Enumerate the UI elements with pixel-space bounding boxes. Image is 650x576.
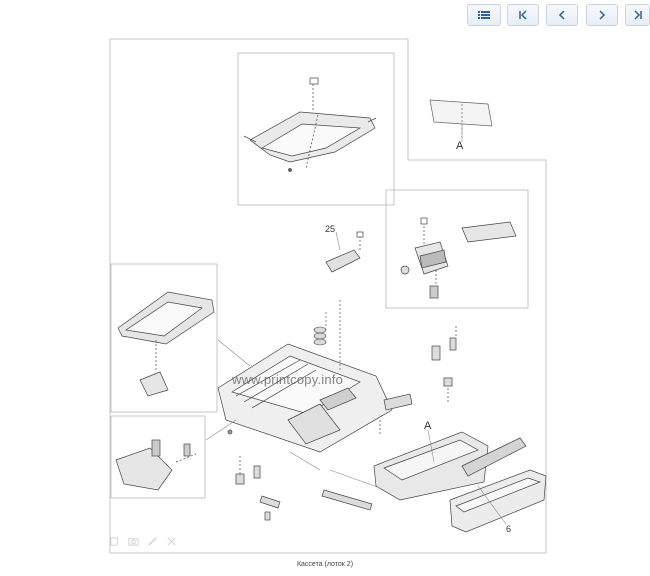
top-plate-part — [243, 77, 377, 172]
edit-icon[interactable] — [147, 536, 158, 547]
diagram-caption: Кассета (лоток 2) — [296, 561, 354, 568]
lever-parts — [379, 326, 457, 436]
chevron-left-icon — [558, 10, 565, 20]
inset-top — [237, 52, 395, 206]
close-icon[interactable] — [166, 536, 177, 547]
inset-right — [385, 189, 529, 309]
previous-page-button[interactable] — [546, 4, 578, 26]
copy-icon[interactable] — [109, 536, 120, 547]
lower-small-parts — [227, 429, 373, 521]
pickup-assembly — [373, 431, 527, 501]
callout-6: 6 — [506, 524, 512, 534]
leader-lines — [205, 126, 507, 525]
viewer-tools — [105, 530, 189, 552]
main-frame-outline — [109, 38, 547, 554]
guide-parts — [115, 439, 197, 491]
part-25 — [325, 231, 364, 273]
callout-a-lower: A — [424, 420, 432, 432]
last-page-icon — [633, 10, 642, 20]
watermark: www.printcopy.info — [232, 372, 344, 387]
tray-extension-part — [117, 291, 215, 397]
separation-assembly-part — [400, 217, 517, 299]
callout-a-top: A — [456, 140, 464, 152]
list-icon — [478, 11, 490, 19]
cassette-body — [217, 343, 393, 453]
chevron-right-icon — [599, 10, 606, 20]
first-page-button[interactable] — [507, 4, 539, 26]
inset-left-lower — [110, 415, 206, 499]
camera-icon[interactable] — [128, 536, 139, 547]
inset-left-upper — [110, 263, 218, 413]
contents-button[interactable] — [467, 4, 501, 26]
callout-25: 25 — [325, 224, 336, 234]
part-a-label — [429, 99, 493, 138]
first-page-icon — [519, 10, 527, 20]
next-page-button[interactable] — [586, 4, 618, 26]
spring-stack — [313, 300, 341, 370]
part-6-front-cover — [449, 469, 547, 533]
